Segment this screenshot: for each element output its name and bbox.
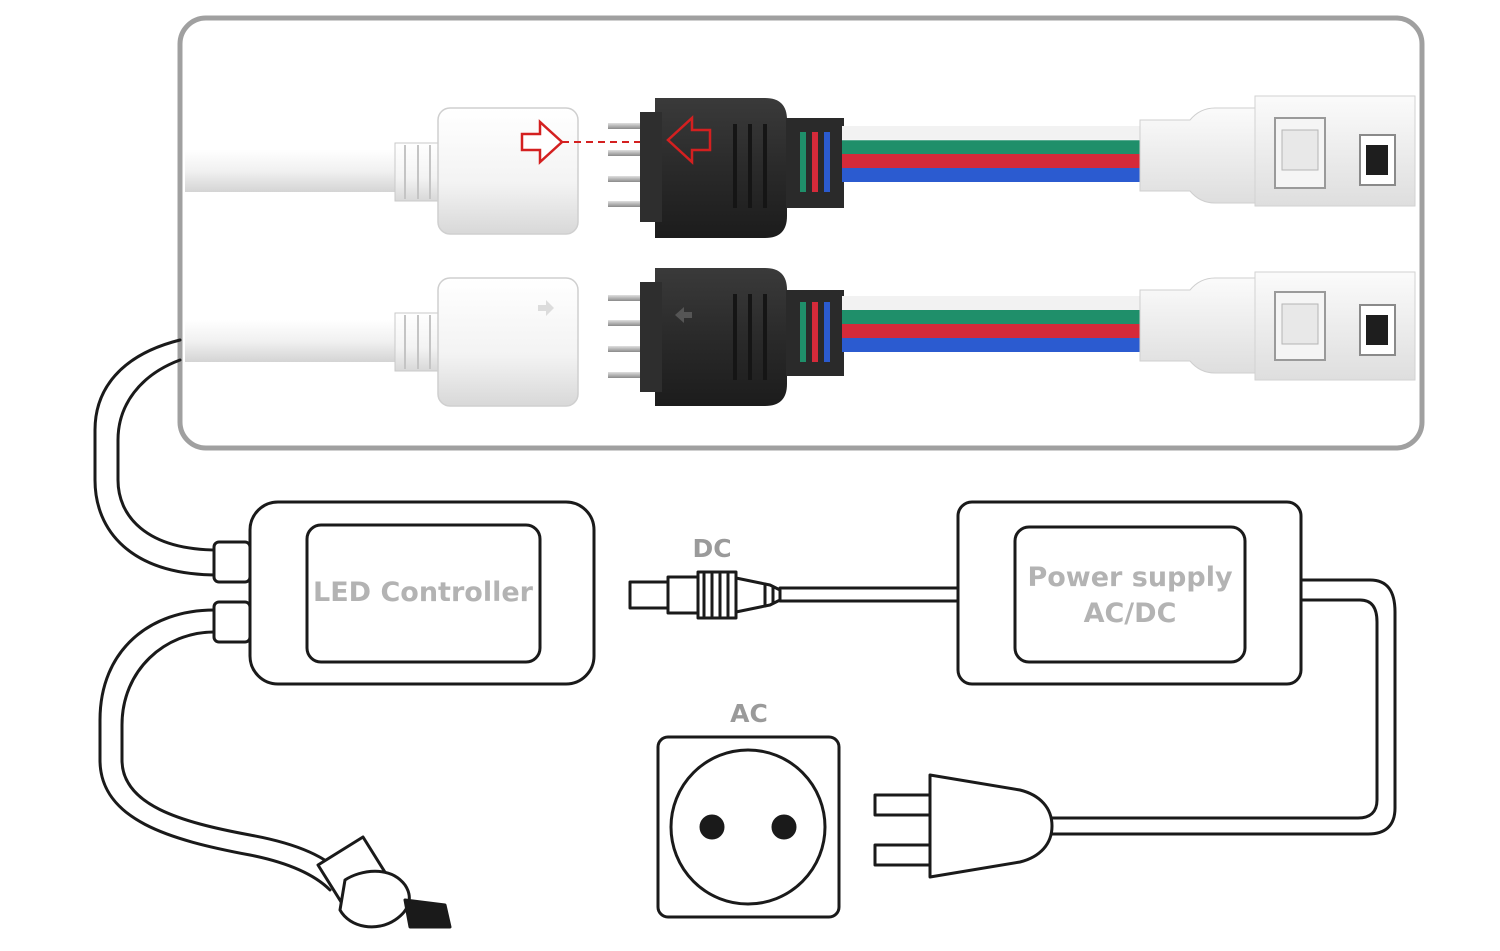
female-connector [437,277,579,407]
male-connector [655,268,787,406]
rgb-wires [842,296,1142,352]
wall-socket-icon [656,735,841,919]
controller-label: LED Controller [313,577,534,608]
photo-panel [177,15,1425,451]
usb-plug-icon [316,835,452,929]
power-supply-label-line1: Power supply [1027,562,1233,593]
ac-label: AC [730,699,768,728]
output-cables [93,338,220,577]
arrow-right-icon [538,300,554,316]
arrow-right-icon [520,119,564,165]
dc-cable [778,586,960,603]
rgb-led-chip [1274,117,1326,189]
wire-collar [786,290,844,376]
white-cable [185,320,400,362]
connector-row-top [185,95,1416,238]
strip-sleeve [1139,277,1271,374]
strip-sleeve [1139,107,1271,204]
resistor [1359,304,1396,356]
white-cable [185,150,400,192]
usb-cable [98,608,344,892]
dc-jack-icon [628,570,782,620]
rgb-led-chip [1274,291,1326,361]
arrow-left-icon [666,115,712,165]
dc-label: DC [692,534,731,563]
male-pins [608,123,658,207]
male-pins [608,295,658,378]
rgb-wires [842,126,1142,182]
power-supply-label-line2: AC/DC [1084,598,1177,629]
arrow-left-icon [675,307,692,323]
power-supply [956,500,1303,686]
resistor [1359,134,1396,186]
power-plug-icon [873,773,1054,879]
wire-collar [786,118,844,208]
connector-row-bottom [185,268,1416,407]
led-controller [212,500,596,686]
female-connector [437,107,579,235]
ac-cable [1050,578,1397,836]
male-connector [655,98,787,238]
